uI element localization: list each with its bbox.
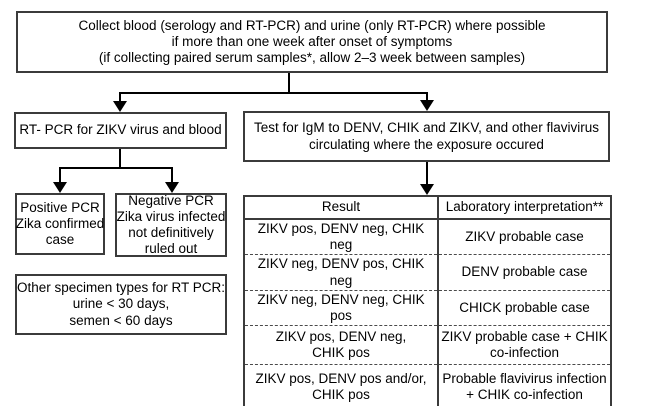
result-text: ZIKV neg, DENV pos, CHIK neg xyxy=(257,256,425,288)
igm-test-line1: Test for IgM to DENV, CHIK and ZIKV, and… xyxy=(254,120,599,136)
interpretation-text-line2: + CHIK co-infection xyxy=(466,387,583,403)
interpretation-cell: DENV probable case xyxy=(437,254,611,291)
igm-test-line2: circulating where the exposure occured xyxy=(309,136,544,152)
interpretation-text: ZIKV probable case xyxy=(465,229,584,245)
arrowhead-to-positive-box xyxy=(53,182,67,193)
result-text: ZIKV neg, DENV neg, CHIK pos xyxy=(257,291,425,323)
collect-specimens-box: Collect blood (serology and RT-PCR) and … xyxy=(16,11,608,73)
arrowhead-to-rtpcr-box xyxy=(113,101,127,112)
positive-pcr-line1: Positive PCR xyxy=(20,199,100,215)
table-row: ZIKV pos, DENV pos and/or, CHIK pos Prob… xyxy=(244,364,611,406)
negative-pcr-line2: Zika virus infected xyxy=(116,208,226,224)
result-text-line2: CHIK pos xyxy=(312,387,370,403)
table-header-row: Result Laboratory interpretation** xyxy=(244,196,611,219)
interpretation-cell: Probable flavivirus infection + CHIK co-… xyxy=(437,364,611,406)
result-text-line1: ZIKV pos, DENV pos and/or, xyxy=(255,371,427,387)
collect-specimens-line1: Collect blood (serology and RT-PCR) and … xyxy=(78,17,546,33)
rt-pcr-box: RT- PCR for ZIKV virus and blood xyxy=(14,112,227,149)
header-interpretation: Laboratory interpretation** xyxy=(437,196,611,219)
interpretation-text-line2: co-infection xyxy=(489,345,560,361)
arrowhead-to-result-table xyxy=(420,184,434,195)
header-result: Result xyxy=(321,199,361,215)
collect-specimens-line2: if more than one week after onset of sym… xyxy=(171,33,453,49)
result-cell: ZIKV pos, DENV pos and/or, CHIK pos xyxy=(244,364,438,406)
igm-test-box: Test for IgM to DENV, CHIK and ZIKV, and… xyxy=(243,111,610,162)
result-cell: ZIKV neg, DENV pos, CHIK neg xyxy=(244,254,438,291)
result-cell: ZIKV pos, DENV neg, CHIK neg xyxy=(244,218,438,255)
other-specimen-line1: Other specimen types for RT PCR: xyxy=(16,280,226,296)
result-text-line2: CHIK pos xyxy=(312,345,370,361)
result-text-line1: ZIKV pos, DENV neg, xyxy=(275,328,407,344)
negative-pcr-line1: Negative PCR xyxy=(128,192,214,208)
arrowhead-to-igm-box xyxy=(420,100,434,111)
result-table-container: Result Laboratory interpretation** ZIKV … xyxy=(243,195,612,406)
rt-pcr-label: RT- PCR for ZIKV virus and blood xyxy=(19,122,222,138)
interpretation-text: DENV probable case xyxy=(461,264,588,280)
interpretation-text-line1: Probable flavivirus infection xyxy=(442,371,607,387)
table-row: ZIKV pos, DENV neg, CHIK neg ZIKV probab… xyxy=(244,218,611,255)
result-text: ZIKV pos, DENV neg, CHIK neg xyxy=(257,221,425,253)
negative-pcr-line4: ruled out xyxy=(144,241,198,257)
other-specimen-box: Other specimen types for RT PCR: urine <… xyxy=(15,274,227,335)
interpretation-text: CHICK probable case xyxy=(459,299,590,315)
interpretation-cell: ZIKV probable case + CHIK co-infection xyxy=(437,325,611,365)
positive-pcr-box: Positive PCR Zika confirmed case xyxy=(15,193,105,255)
table-row: ZIKV pos, DENV neg, CHIK pos ZIKV probab… xyxy=(244,325,611,365)
table-row: ZIKV neg, DENV neg, CHIK pos CHICK proba… xyxy=(244,289,611,326)
positive-pcr-line3: case xyxy=(45,232,75,248)
negative-pcr-box: Negative PCR Zika virus infected not def… xyxy=(115,193,227,257)
interpretation-text-line1: ZIKV probable case + CHIK xyxy=(441,328,608,344)
arrowhead-to-negative-box xyxy=(165,182,179,193)
result-table: Result Laboratory interpretation** ZIKV … xyxy=(243,195,612,406)
result-cell: ZIKV neg, DENV neg, CHIK pos xyxy=(244,289,438,326)
collect-specimens-line3: (if collecting paired serum samples*, al… xyxy=(98,50,526,66)
table-row: ZIKV neg, DENV pos, CHIK neg DENV probab… xyxy=(244,254,611,291)
positive-pcr-line2: Zika confirmed xyxy=(15,215,105,231)
other-specimen-line3: semen < 60 days xyxy=(69,312,173,328)
result-cell: ZIKV pos, DENV neg, CHIK pos xyxy=(244,325,438,365)
interpretation-cell: CHICK probable case xyxy=(437,289,611,326)
interpretation-cell: ZIKV probable case xyxy=(437,218,611,255)
negative-pcr-line3: not definitively xyxy=(128,225,214,240)
other-specimen-line2: urine < 30 days, xyxy=(72,296,170,312)
